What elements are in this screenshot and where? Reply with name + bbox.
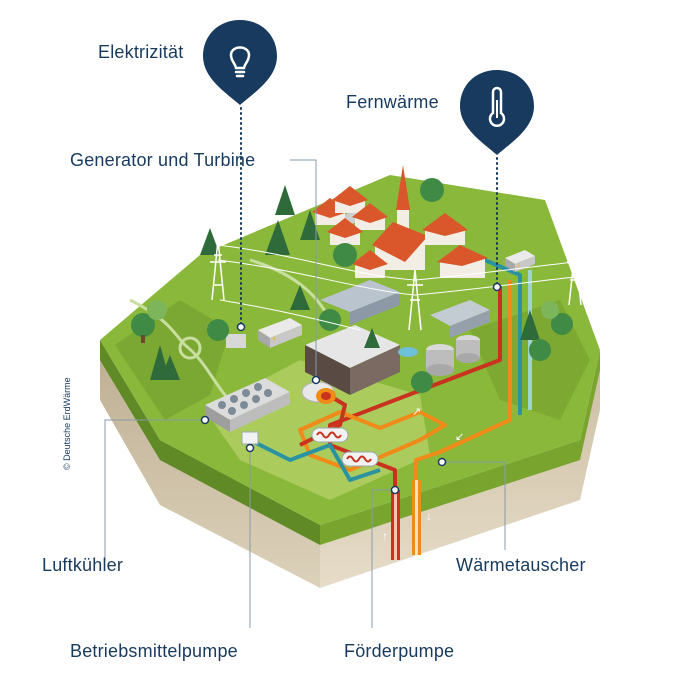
district-heating-marker <box>460 70 534 155</box>
image-credit: © Deutsche ErdWärme <box>62 377 72 470</box>
grass-rim-left <box>100 340 320 545</box>
village <box>312 165 488 278</box>
leader-lines <box>104 107 506 628</box>
turbine-generator <box>301 381 336 404</box>
pipe-district-teal <box>479 256 522 415</box>
electricity-marker <box>203 20 277 105</box>
label-electricity: Elektrizität <box>98 42 184 62</box>
svg-text:⚡: ⚡ <box>516 262 521 270</box>
substation: ⚡ <box>226 318 302 348</box>
arrow-up: ↑ <box>382 529 388 543</box>
arrow-down: ↓ <box>426 509 432 523</box>
label-heat-exchanger: Wärmetauscher <box>456 555 586 575</box>
bolt-icon: ⚡ <box>271 334 277 344</box>
industrial-halls <box>320 280 490 338</box>
flow-arrow-2: ↙ <box>455 431 464 443</box>
grass-rim-right <box>320 350 600 545</box>
heat-exchangers <box>311 427 379 467</box>
roundabout <box>178 336 202 360</box>
working-fluid-pump <box>241 431 259 445</box>
pipe-district-red <box>328 285 502 490</box>
label-production-pump: Förderpumpe <box>344 641 455 661</box>
pylon-left <box>210 239 226 301</box>
lightbulb-icon <box>229 46 251 78</box>
thermometer-icon <box>488 86 506 127</box>
injection-well-casing <box>415 480 418 555</box>
pylon-right <box>567 249 583 306</box>
pylon-center <box>407 269 423 331</box>
soil-left-side <box>100 355 320 588</box>
leader-dots <box>200 282 502 495</box>
power-lines <box>210 239 583 331</box>
pipe-district-orange <box>414 280 512 480</box>
pipe-hx-loop <box>298 410 447 472</box>
pipe-cooler-teal <box>249 438 381 482</box>
storage-tanks <box>398 335 480 376</box>
label-working-fluid-pump: Betriebsmittelpumpe <box>70 641 238 661</box>
label-air-cooler: Luftkühler <box>42 555 124 575</box>
boreholes: ↑ ↓ <box>382 480 432 560</box>
label-generator-turbine: Generator und Turbine <box>70 150 256 170</box>
flow-arrow-1: ↗ <box>412 406 421 418</box>
production-well-casing <box>394 490 397 560</box>
trees <box>131 178 573 393</box>
heat-exchanger-2 <box>341 451 379 467</box>
heat-exchanger-1 <box>311 427 349 443</box>
label-district-heating: Fernwärme <box>346 92 439 112</box>
air-cooler-unit <box>205 378 290 432</box>
soil-right-side <box>320 365 600 588</box>
